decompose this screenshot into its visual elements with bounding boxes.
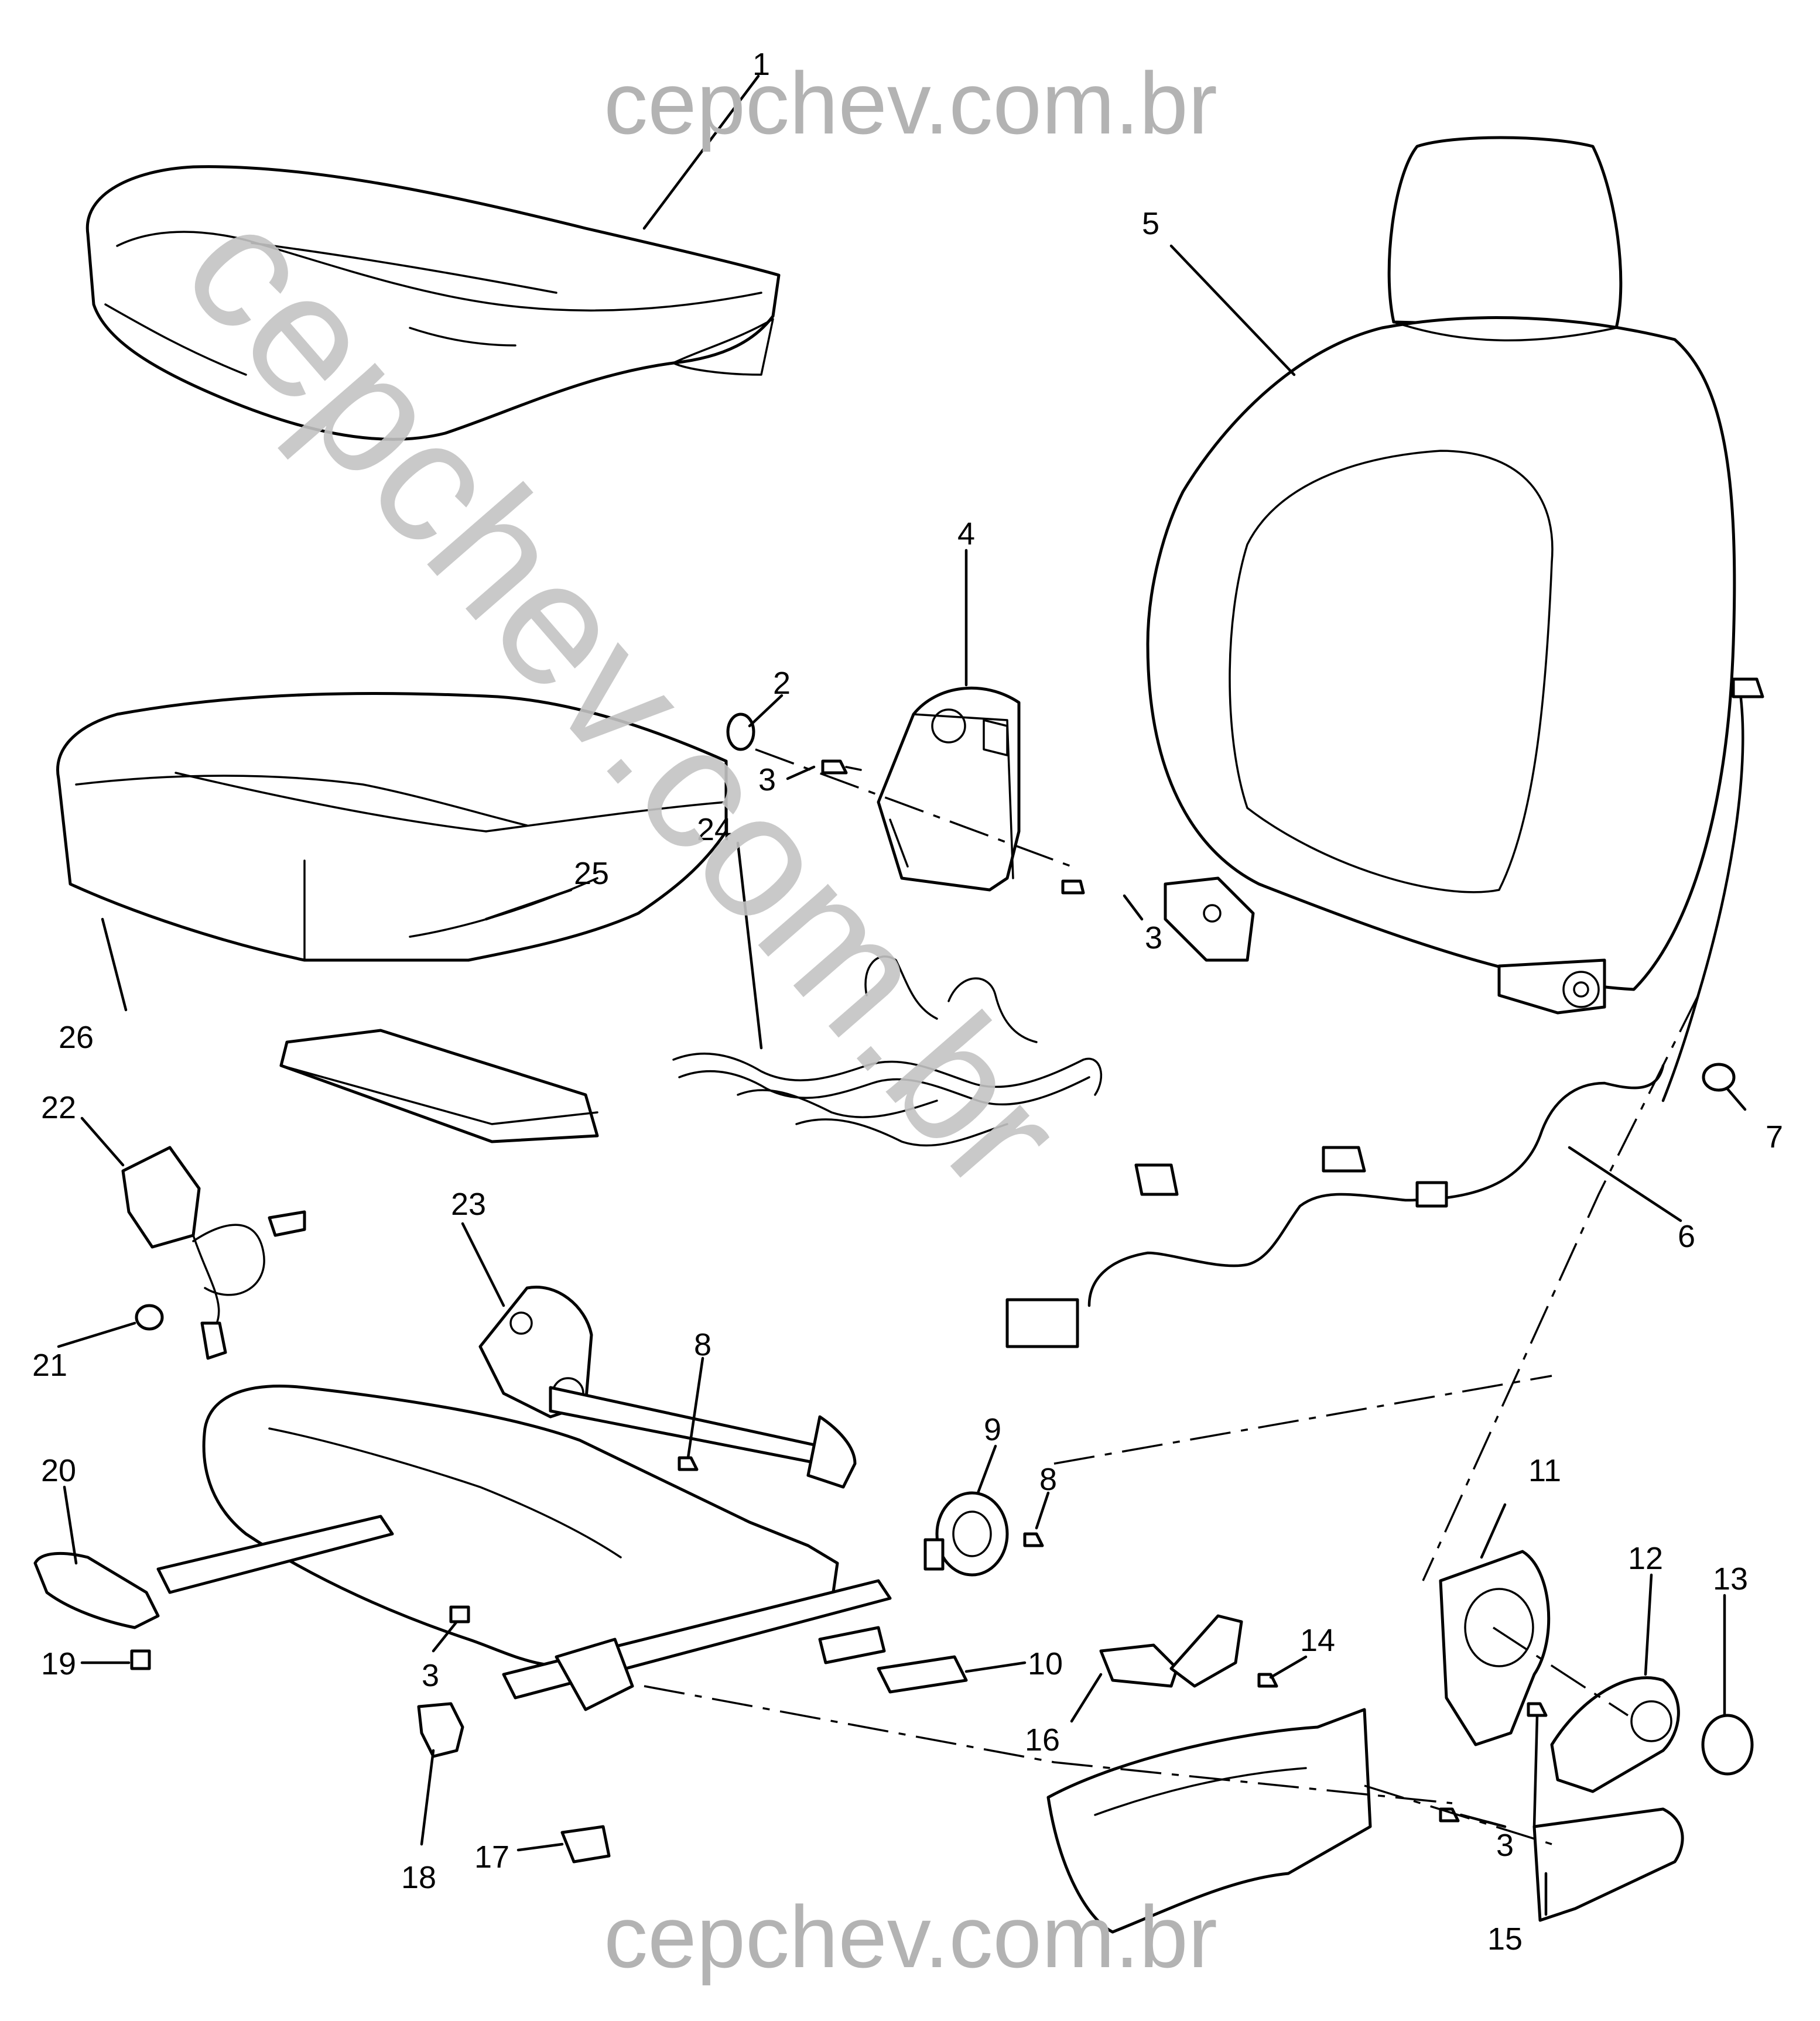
part-plug-cap xyxy=(726,713,755,751)
callout-26: 26 xyxy=(59,1020,94,1055)
part-clip-17 xyxy=(560,1825,611,1864)
part-clip-18 xyxy=(417,1702,464,1758)
part-bolt-lower-right-1 xyxy=(1439,1807,1460,1823)
part-wiring-harness xyxy=(1005,677,1764,1348)
part-lever xyxy=(1099,1614,1243,1688)
part-seat-back xyxy=(1146,136,1736,1015)
callout-23: 23 xyxy=(451,1187,486,1222)
part-foam-pad xyxy=(279,1029,599,1143)
watermark-bottom: cepchev.com.br xyxy=(604,1888,1217,1986)
part-recliner-knob xyxy=(1550,1676,1680,1793)
callout-25: 25 xyxy=(574,856,609,891)
callout-24: 24 xyxy=(697,812,732,847)
callout-12: 12 xyxy=(1628,1541,1663,1576)
callout-labels: 1 2 3 4 5 3 7 6 24 25 26 22 23 21 20 19 … xyxy=(32,47,1783,1957)
watermark-top: cepchev.com.br xyxy=(604,54,1217,152)
callout-16: 16 xyxy=(1025,1722,1060,1758)
part-seat-cushion-cover xyxy=(85,165,781,441)
callout-6: 6 xyxy=(1678,1219,1695,1254)
callout-10: 10 xyxy=(1028,1646,1063,1681)
callout-17: 17 xyxy=(474,1840,509,1875)
part-bolt-lower-right-2 xyxy=(1527,1702,1548,1717)
part-screw xyxy=(130,1649,151,1670)
callout-2: 2 xyxy=(773,666,791,701)
part-nut xyxy=(1702,1063,1736,1092)
callout-14: 14 xyxy=(1300,1623,1335,1658)
callout-3-middle: 3 xyxy=(1145,920,1162,955)
callout-3-lower-left: 3 xyxy=(422,1658,439,1693)
callout-19: 19 xyxy=(41,1646,76,1681)
part-bolt-8-left xyxy=(678,1456,699,1471)
callout-13: 13 xyxy=(1713,1561,1748,1597)
callout-3-lower-right: 3 xyxy=(1496,1828,1514,1863)
callout-11: 11 xyxy=(1528,1453,1561,1488)
callout-8-right: 8 xyxy=(1039,1462,1057,1497)
part-adjuster-handle xyxy=(33,1552,160,1629)
callout-8-left: 8 xyxy=(694,1327,711,1362)
part-cap xyxy=(1701,1714,1754,1776)
part-nut-small xyxy=(135,1304,164,1331)
part-recliner-bracket xyxy=(1439,1550,1551,1746)
part-recliner-cover xyxy=(877,686,1021,892)
callout-22: 22 xyxy=(41,1090,76,1125)
part-seat-frame xyxy=(156,1286,892,1711)
callout-7: 7 xyxy=(1766,1119,1783,1155)
callout-3-upper: 3 xyxy=(758,762,776,797)
alignment-lines xyxy=(644,748,1699,1845)
callout-9: 9 xyxy=(984,1412,1001,1447)
part-recliner-motor xyxy=(923,1491,1009,1577)
part-outer-trim-panel xyxy=(1046,1708,1684,1934)
leader-lines xyxy=(57,74,1747,1916)
part-bolt-lower-left xyxy=(449,1605,470,1623)
part-bolt-upper xyxy=(821,759,862,775)
callout-15: 15 xyxy=(1487,1921,1523,1957)
part-bolt-middle xyxy=(1061,879,1085,895)
part-belt-buckle xyxy=(121,1146,306,1360)
part-clip-10 xyxy=(877,1655,968,1694)
callout-21: 21 xyxy=(32,1348,67,1383)
callout-5: 5 xyxy=(1142,206,1159,241)
callout-1: 1 xyxy=(752,47,770,82)
part-bolt-8-right xyxy=(1023,1532,1044,1547)
callout-4: 4 xyxy=(957,516,975,552)
callout-18: 18 xyxy=(401,1860,436,1895)
part-suspension-spring xyxy=(672,955,1103,1147)
callout-20: 20 xyxy=(41,1453,76,1488)
